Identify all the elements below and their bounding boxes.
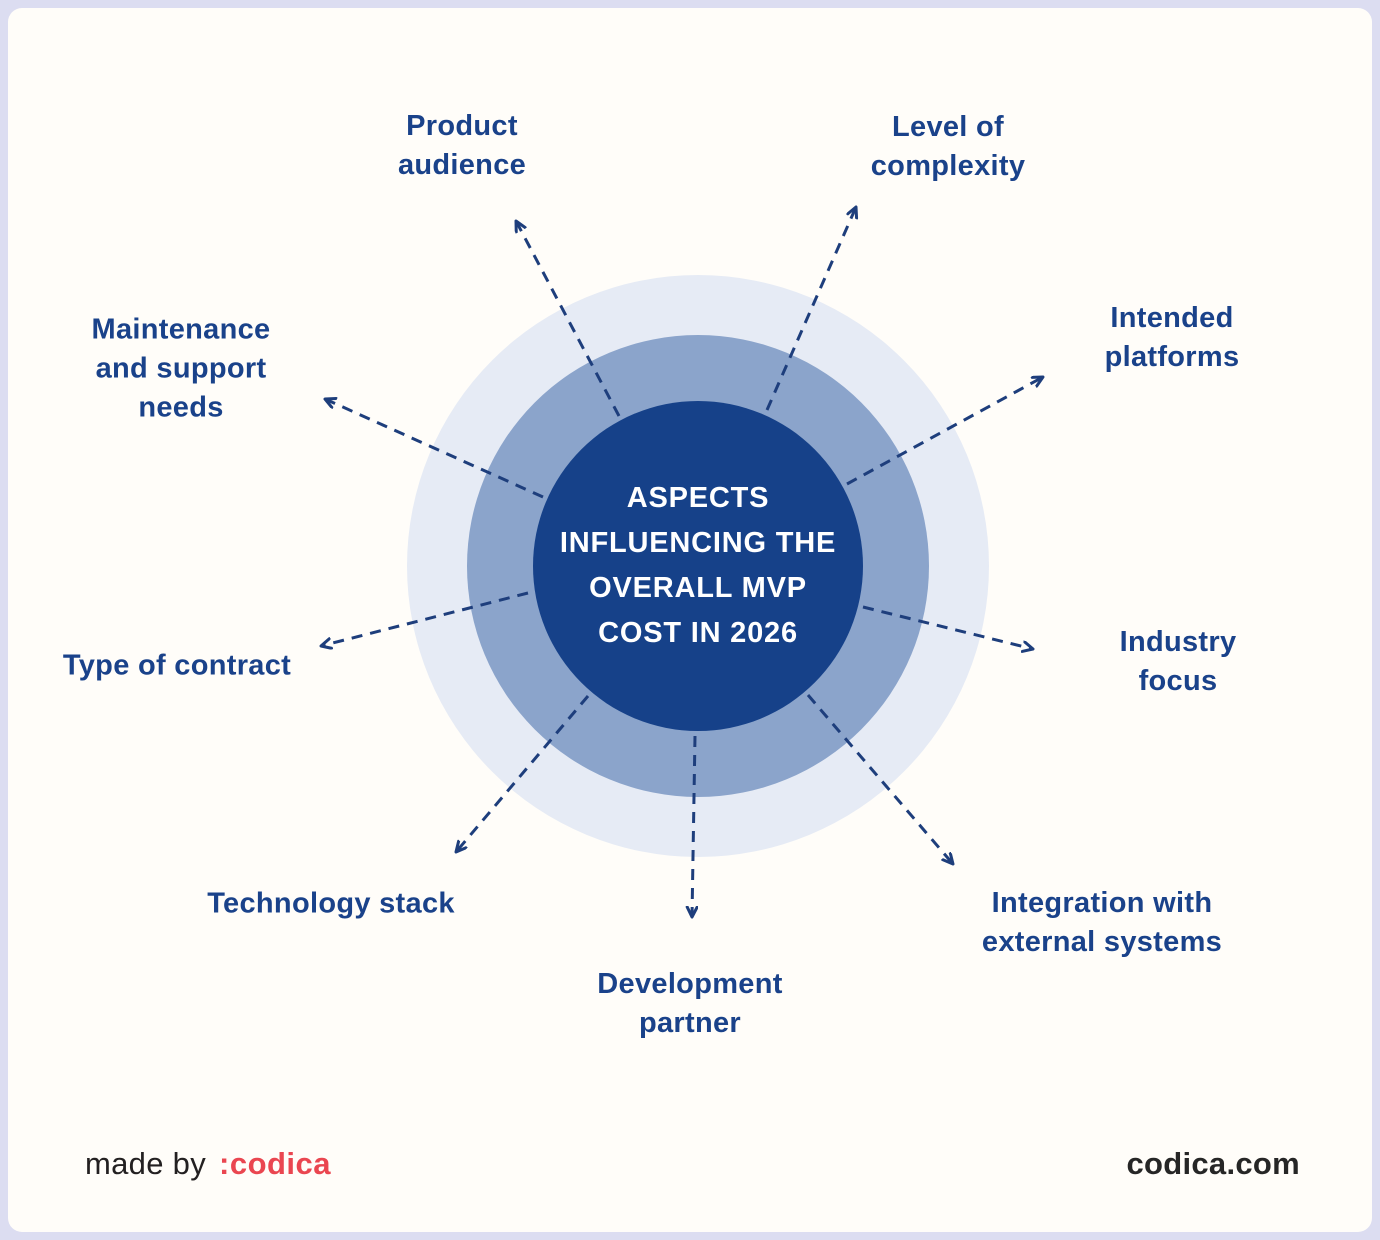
label-development-partner: Development partner (597, 968, 783, 1039)
label-intended-platforms: Intended platforms (1104, 302, 1240, 373)
infographic-canvas: ASPECTS INFLUENCING THE OVERALL MVP COST… (8, 8, 1372, 1232)
label-type-of-contract: Type of contract (62, 649, 292, 682)
arrow-maintenance-support (325, 399, 544, 499)
arrows-layer (8, 8, 1372, 1232)
arrow-industry-focus (862, 605, 1033, 649)
label-industry-focus: Industry focus (1119, 626, 1237, 697)
label-product-audience: Product audience (397, 110, 527, 181)
arrow-type-of-contract (321, 591, 529, 646)
site-url[interactable]: codica.com (1126, 1146, 1300, 1181)
center-circle (533, 401, 863, 731)
label-maintenance-support: Maintenance and support needs (91, 313, 271, 424)
arrow-technology-stack (456, 695, 590, 852)
label-technology-stack: Technology stack (207, 887, 455, 920)
codica-logo: :codica (219, 1146, 332, 1181)
label-integration-external: Integration with external systems (981, 887, 1223, 958)
footer: made by :codica codica.com (85, 1146, 1300, 1182)
made-by-text: made by (85, 1146, 206, 1181)
made-by-group: made by :codica (85, 1146, 331, 1182)
center-title: ASPECTS INFLUENCING THE OVERALL MVP COST… (559, 482, 837, 649)
label-level-of-complexity: Level of complexity (870, 111, 1026, 182)
